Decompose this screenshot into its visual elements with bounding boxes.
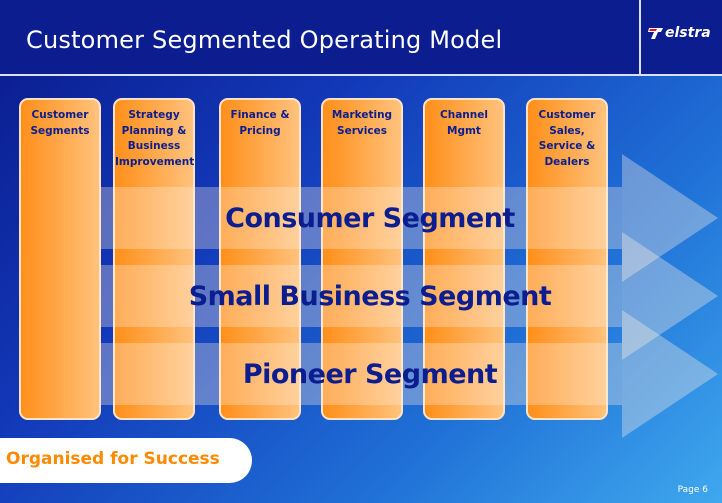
column-strategy-planning: Strategy Planning & Business Improvement: [113, 98, 195, 420]
column-label: Finance & Pricing: [230, 109, 290, 137]
header-divider: [639, 0, 641, 74]
column-customer-segments: Customer Segments: [19, 98, 101, 420]
column-marketing-services: Marketing Services: [321, 98, 403, 420]
segment-label-pioneer: Pioneer Segment: [242, 359, 498, 390]
column-label: Strategy Planning & Business Improvement: [115, 109, 195, 168]
segment-band-consumer: [100, 187, 622, 249]
telstra-logo: elstra: [648, 22, 714, 44]
page-number: Page 6: [677, 485, 708, 495]
telstra-t-icon: [648, 28, 663, 39]
page-title: Customer Segmented Operating Model: [26, 26, 503, 54]
segment-band-small-business: [100, 265, 622, 327]
column-label: Channel Mgmt: [440, 109, 488, 137]
segment-label-small-business: Small Business Segment: [188, 281, 552, 312]
column-channel-mgmt: Channel Mgmt: [423, 98, 505, 420]
column-label: Customer Sales, Service & Dealers: [538, 109, 596, 168]
segment-label-consumer: Consumer Segment: [225, 203, 515, 234]
column-label: Customer Segments: [30, 109, 90, 137]
arrow-head-pioneer: [622, 310, 718, 438]
column-customer-sales: Customer Sales, Service & Dealers: [526, 98, 608, 420]
arrow-head-small-business: [622, 232, 718, 360]
footer-banner: [0, 438, 252, 483]
footer-tagline: Organised for Success: [6, 449, 220, 469]
column-finance-pricing: Finance & Pricing: [219, 98, 301, 420]
column-label: Marketing Services: [331, 109, 393, 137]
header-bar: Customer Segmented Operating Model elstr…: [0, 0, 722, 76]
arrow-head-consumer: [622, 154, 718, 282]
logo-wordmark: elstra: [665, 25, 711, 41]
segment-band-pioneer: [100, 343, 622, 405]
